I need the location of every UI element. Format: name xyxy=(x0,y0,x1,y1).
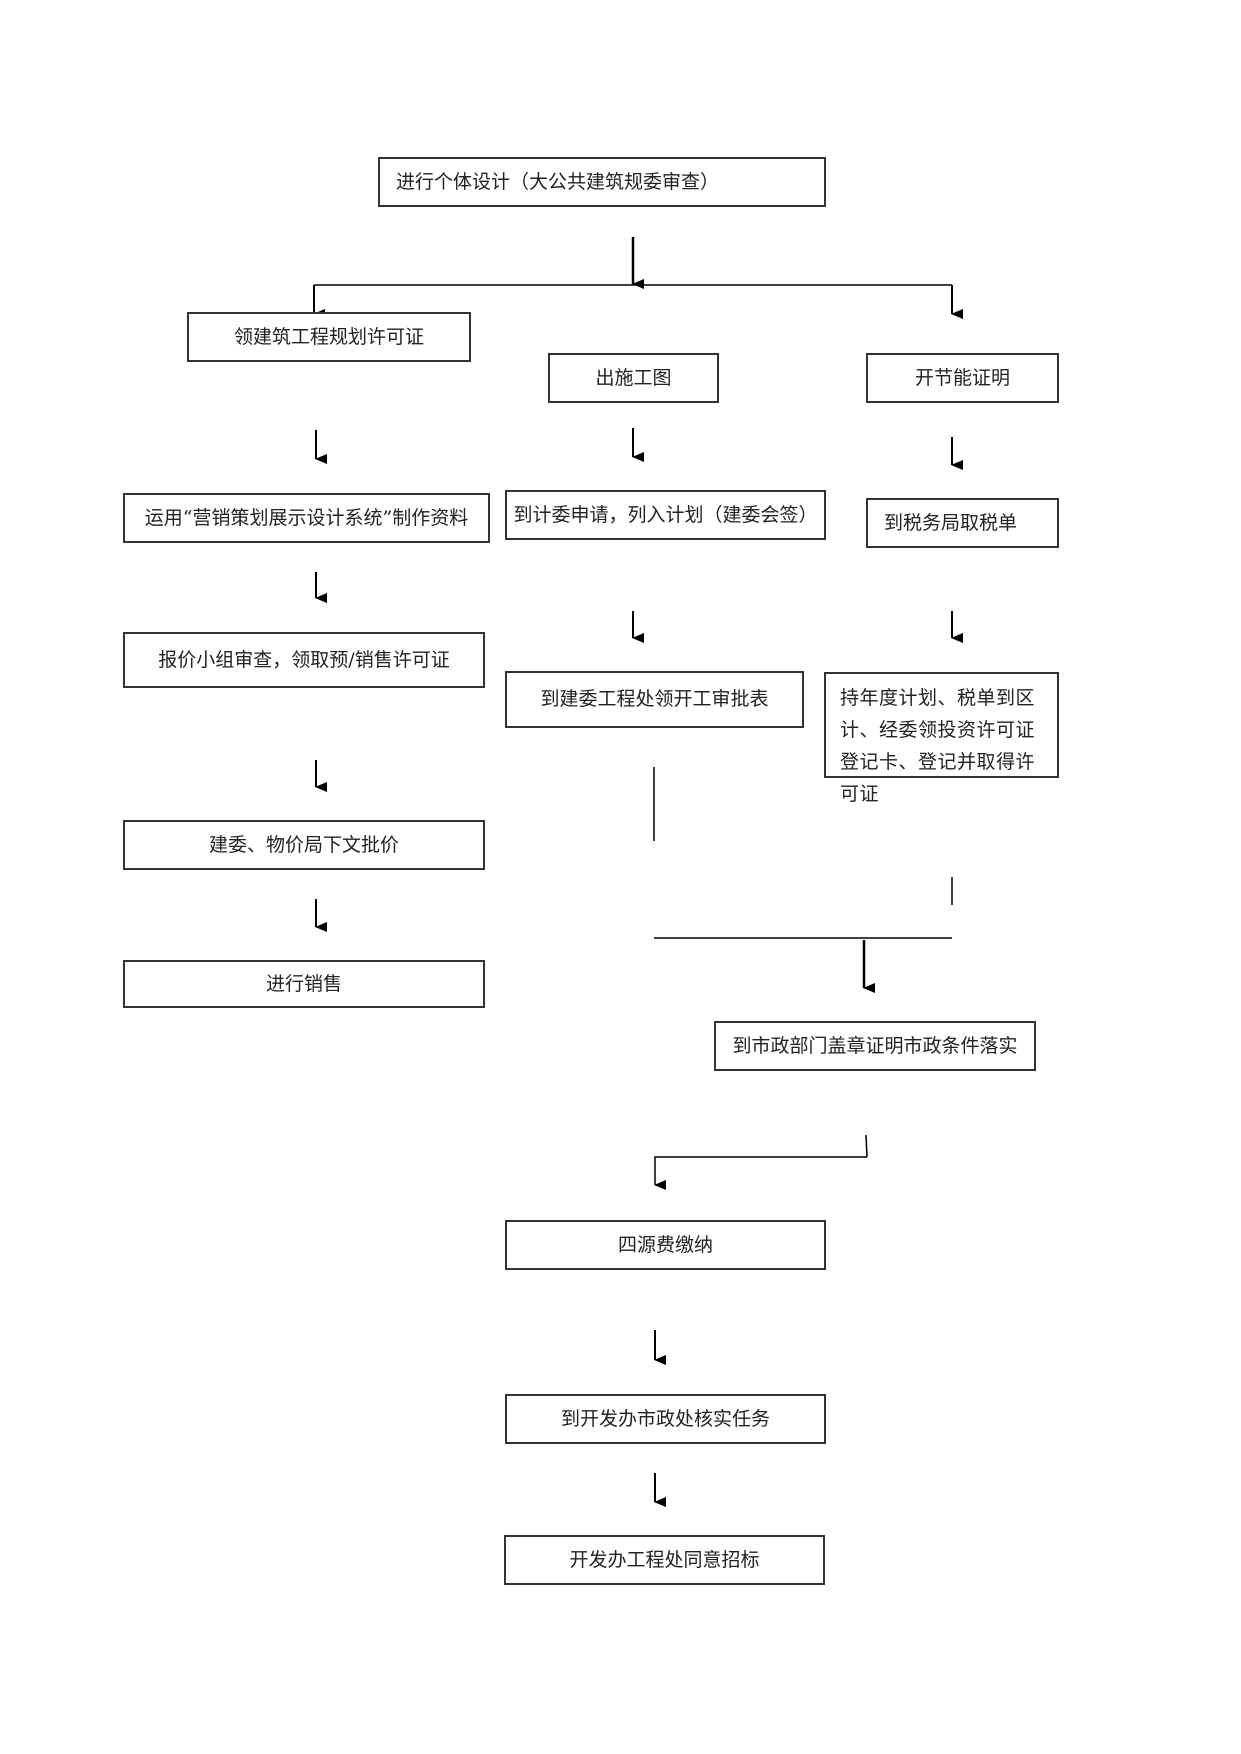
box-presale-permit: 报价小组审查，领取预/销售许可证 xyxy=(123,632,485,688)
box-energy-certificate: 开节能证明 xyxy=(866,353,1059,403)
box-verify-task: 到开发办市政处核实任务 xyxy=(505,1394,826,1444)
box-start-approval-form: 到建委工程处领开工审批表 xyxy=(505,671,804,728)
box-individual-design: 进行个体设计（大公共建筑规委审查） xyxy=(378,157,826,207)
box-tax-bureau: 到税务局取税单 xyxy=(866,498,1059,548)
bend-line xyxy=(654,1156,867,1190)
box-tender-approval: 开发办工程处同意招标 xyxy=(504,1535,825,1585)
box-planning-permit: 领建筑工程规划许可证 xyxy=(187,312,471,362)
box-planning-commission: 到计委申请，列入计划（建委会签） xyxy=(505,490,826,540)
box-sales: 进行销售 xyxy=(123,960,485,1008)
box-municipal-stamp: 到市政部门盖章证明市政条件落实 xyxy=(714,1021,1036,1071)
bend-stub xyxy=(865,1134,868,1158)
box-four-source-fees: 四源费缴纳 xyxy=(505,1220,826,1270)
box-investment-permit: 持年度计划、税单到区计、经委领投资许可证登记卡、登记并取得许可证 xyxy=(824,672,1059,805)
box-marketing-materials: 运用“营销策划展示设计系统”制作资料 xyxy=(123,493,490,543)
box-construction-drawings: 出施工图 xyxy=(548,353,719,403)
box-price-approval: 建委、物价局下文批价 xyxy=(123,820,485,870)
